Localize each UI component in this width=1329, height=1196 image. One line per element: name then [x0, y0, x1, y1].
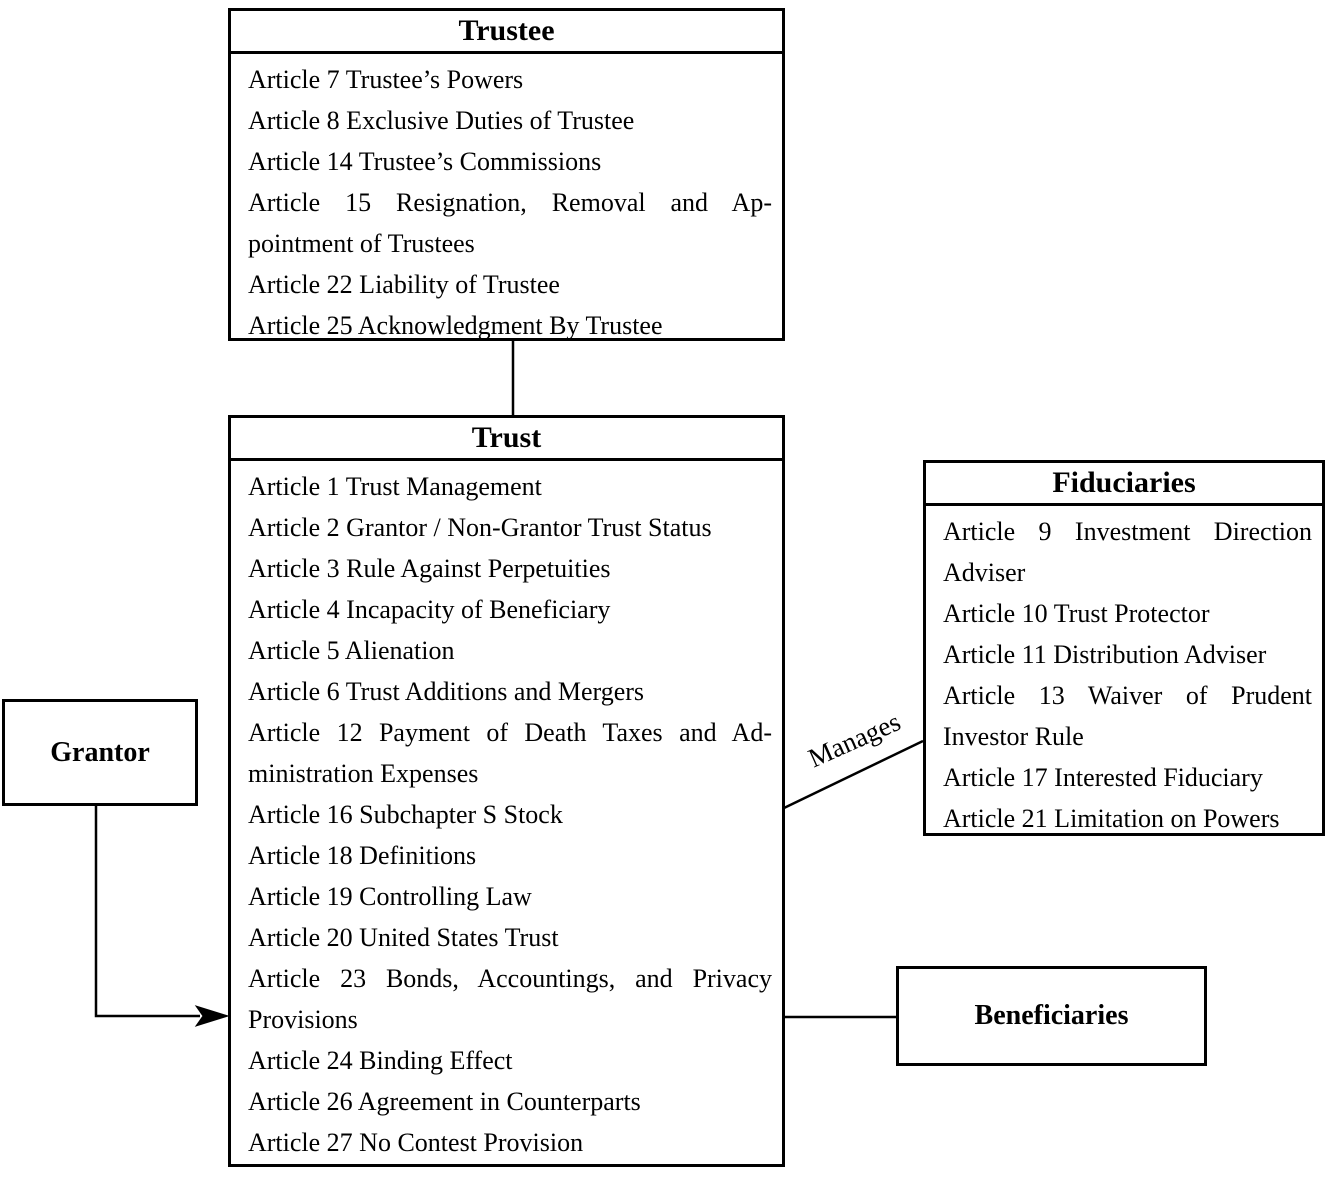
list-item: Article 2 Grantor / Non-Grantor Trust St…: [248, 513, 712, 542]
list-item: Article 12 Payment of Death Taxes and Ad…: [248, 718, 772, 788]
fiduciaries-box-title: Fiduciaries: [926, 463, 1322, 506]
list-item: Article 8 Exclusive Duties of Trustee: [248, 106, 635, 135]
list-item: Article 16 Subchapter S Stock: [248, 800, 563, 829]
list-item: Article 5 Alienation: [248, 636, 455, 665]
trust-box-title: Trust: [231, 418, 782, 461]
list-item: Article 26 Agreement in Counterparts: [248, 1087, 641, 1116]
list-item: Article 17 Interested Fiduciary: [943, 763, 1263, 792]
grantor-trust-arrow-line: [94, 806, 200, 1018]
trustee-box-title: Trustee: [231, 11, 782, 54]
beneficiaries-box-label: Beneficiaries: [974, 1000, 1129, 1031]
arrowhead-icon: [194, 1005, 230, 1027]
list-item: Article 10 Trust Protector: [943, 599, 1210, 628]
manages-edge-label: Manages: [804, 706, 905, 773]
list-item: Article 21 Limitation on Powers: [943, 804, 1280, 833]
list-item: Article 25 Acknowledgment By Trustee: [248, 311, 663, 340]
list-item: Article 27 No Contest Provision: [248, 1128, 584, 1157]
list-item: Article 24 Binding Effect: [248, 1046, 513, 1075]
list-item: Article 19 Controlling Law: [248, 882, 532, 911]
list-item: Article 18 Definitions: [248, 841, 477, 870]
trust-fiduciaries-connector: [783, 739, 924, 810]
list-item: Article 14 Trustee’s Commissions: [248, 147, 602, 176]
list-item: Article 3 Rule Against Perpetuities: [248, 554, 611, 583]
list-item: Article 23 Bonds, Accountings, and Priva…: [248, 964, 772, 1034]
list-item: Article 1 Trust Management: [248, 472, 542, 501]
list-item: Article 7 Trustee’s Powers: [248, 65, 524, 94]
list-item: Article 4 Incapacity of Beneficiary: [248, 595, 611, 624]
list-item: Article 9 Investment Direction Adviser: [943, 517, 1312, 587]
list-item: Article 22 Liability of Trustee: [248, 270, 560, 299]
grantor-box-label: Grantor: [50, 736, 150, 768]
fiduciaries-box: Fiduciaries Article 9 Investment Directi…: [923, 460, 1325, 836]
list-item: Article 11 Distribution Adviser: [943, 640, 1267, 669]
list-item: Article 13 Waiver of Prudent Investor Ru…: [943, 681, 1312, 751]
grantor-box: Grantor: [2, 699, 198, 806]
beneficiaries-box: Beneficiaries: [896, 966, 1207, 1066]
list-item: Article 6 Trust Additions and Mergers: [248, 677, 645, 706]
list-item: Article 20 United States Trust: [248, 923, 559, 952]
list-item: Article 15 Resignation, Removal and Ap-p…: [248, 188, 772, 258]
